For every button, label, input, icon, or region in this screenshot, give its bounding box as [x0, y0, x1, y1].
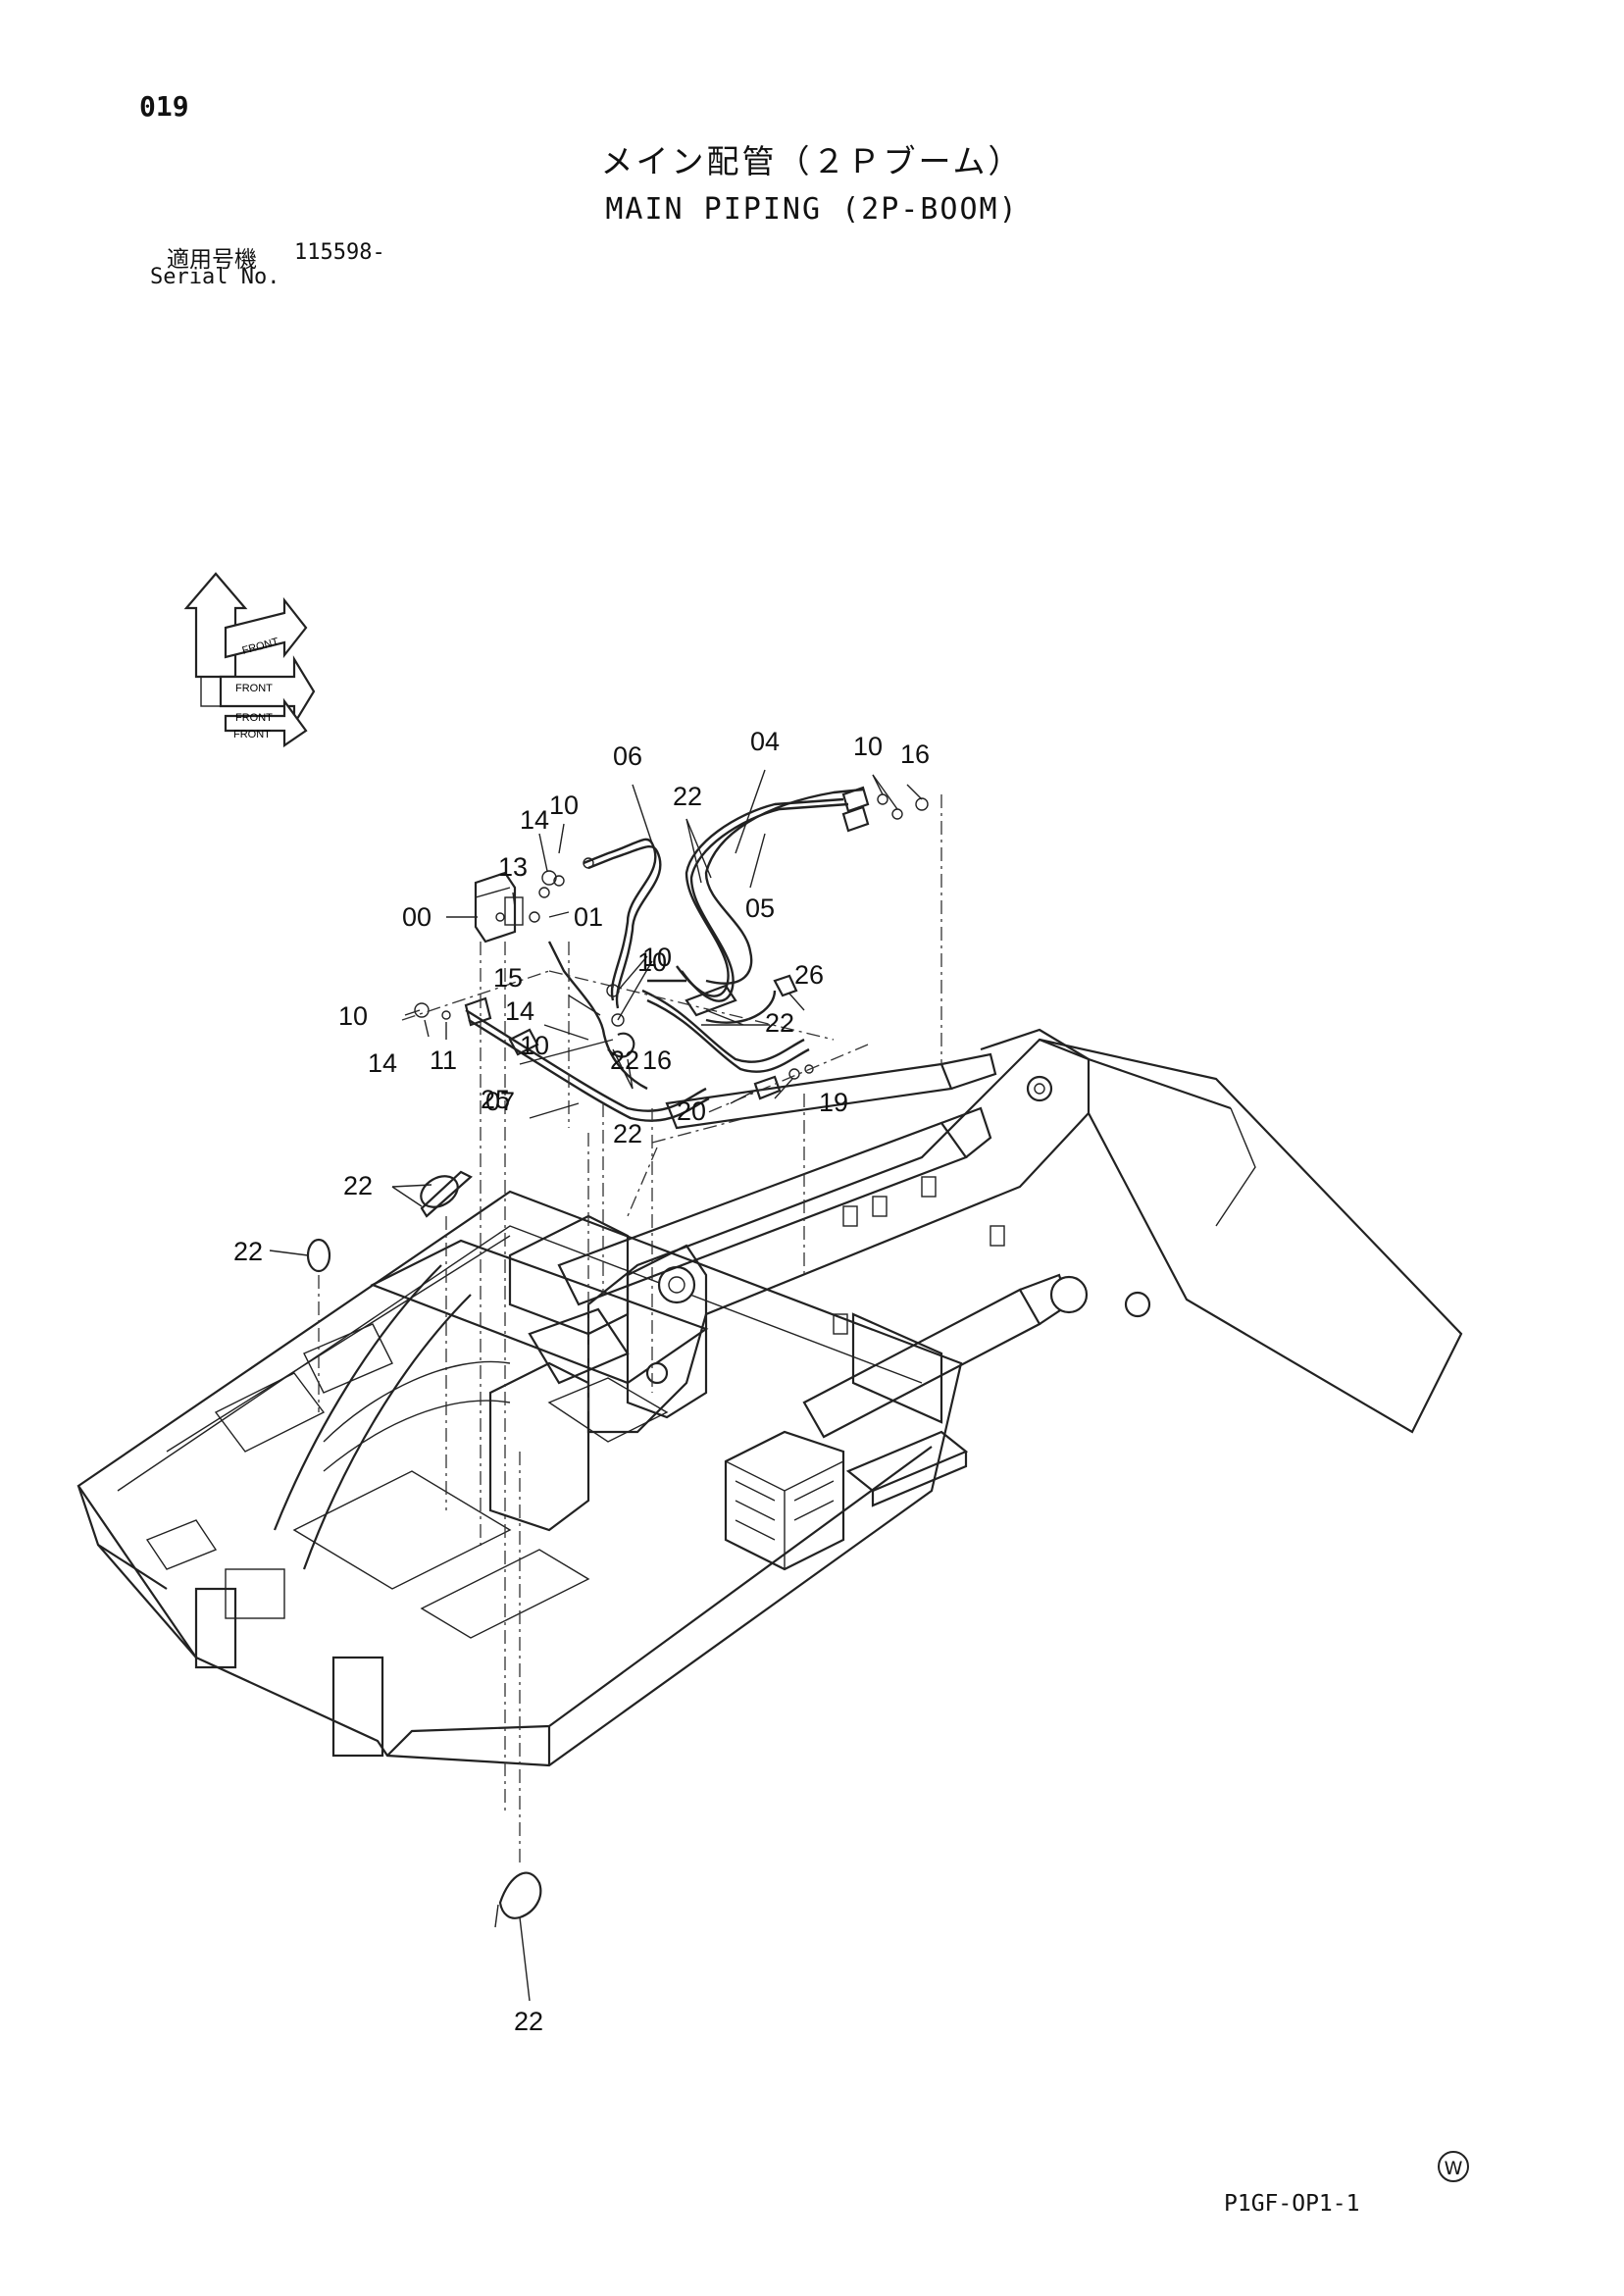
callout-14-c: 14: [505, 996, 534, 1026]
revolving-frame: [76, 1190, 963, 1767]
callout-10-d: 10: [338, 1001, 368, 1031]
callout-10-e: 10: [520, 1031, 549, 1060]
callout-22-f: 22: [514, 2007, 543, 2036]
callout-10-c: 10: [642, 943, 672, 972]
callout-14-a: 14: [520, 805, 549, 835]
serial-value: 115598-: [294, 240, 385, 265]
front-label-2: FRONT: [235, 683, 273, 694]
callout-00: 00: [402, 902, 431, 932]
serial-label-japanese: 適用号機: [167, 247, 257, 273]
callout-26: 26: [794, 960, 824, 990]
hoses: [414, 786, 929, 1122]
boom: [586, 1028, 1463, 1434]
callout-10-a: 10: [549, 791, 579, 820]
callout-16-b: 16: [642, 1046, 672, 1075]
callout-labels: 00 01 04 05 06 07 10 10 10 10 10 10 11 1…: [233, 727, 930, 2036]
callout-14-b: 14: [368, 1048, 397, 1078]
leader-lines: [269, 769, 923, 2002]
callout-16-a: 16: [900, 740, 930, 769]
boom-cylinders: [528, 1052, 1089, 1439]
boom-bracket: [488, 1214, 708, 1532]
title-japanese: メイン配管（２Ｐブーム）: [600, 142, 1024, 180]
serial-label-english: Serial No.: [150, 265, 280, 289]
callout-25: 25: [481, 1085, 510, 1114]
callout-11: 11: [430, 1046, 457, 1075]
pilot-valve-assembly: [474, 871, 565, 944]
front-label-4: FRONT: [233, 729, 271, 740]
w-mark: W: [1438, 2151, 1469, 2182]
control-valve: [724, 1430, 969, 1571]
front-label-3: FRONT: [235, 712, 273, 724]
callout-05: 05: [745, 893, 775, 923]
callout-01: 01: [574, 902, 603, 932]
callout-22-d: 22: [343, 1171, 373, 1200]
callout-13: 13: [498, 852, 528, 882]
callout-10-b: 10: [853, 732, 883, 761]
callout-22-g: 22: [610, 1046, 639, 1075]
callout-06: 06: [613, 741, 642, 771]
callout-22-a: 22: [673, 782, 702, 811]
callout-22-b: 22: [765, 1008, 794, 1038]
callout-07: 07: [485, 1087, 515, 1116]
drawing-code: P1GF-OP1-1: [1224, 2191, 1360, 2217]
callout-22-c: 22: [613, 1119, 642, 1148]
callout-22-e: 22: [233, 1237, 263, 1266]
callout-10-f: 10: [637, 947, 667, 977]
assembly-guide-lines: [318, 794, 942, 1863]
orientation-icon: FRONT FRONT FRONT FRONT: [183, 572, 316, 748]
callout-15: 15: [493, 963, 523, 993]
callout-19: 19: [819, 1088, 848, 1117]
hose-clamps: [306, 1170, 542, 1928]
title-english: MAIN PIPING (2P-BOOM): [605, 192, 1019, 227]
page-number: 019: [139, 90, 189, 123]
callout-20: 20: [677, 1097, 706, 1126]
callout-04: 04: [750, 727, 780, 756]
